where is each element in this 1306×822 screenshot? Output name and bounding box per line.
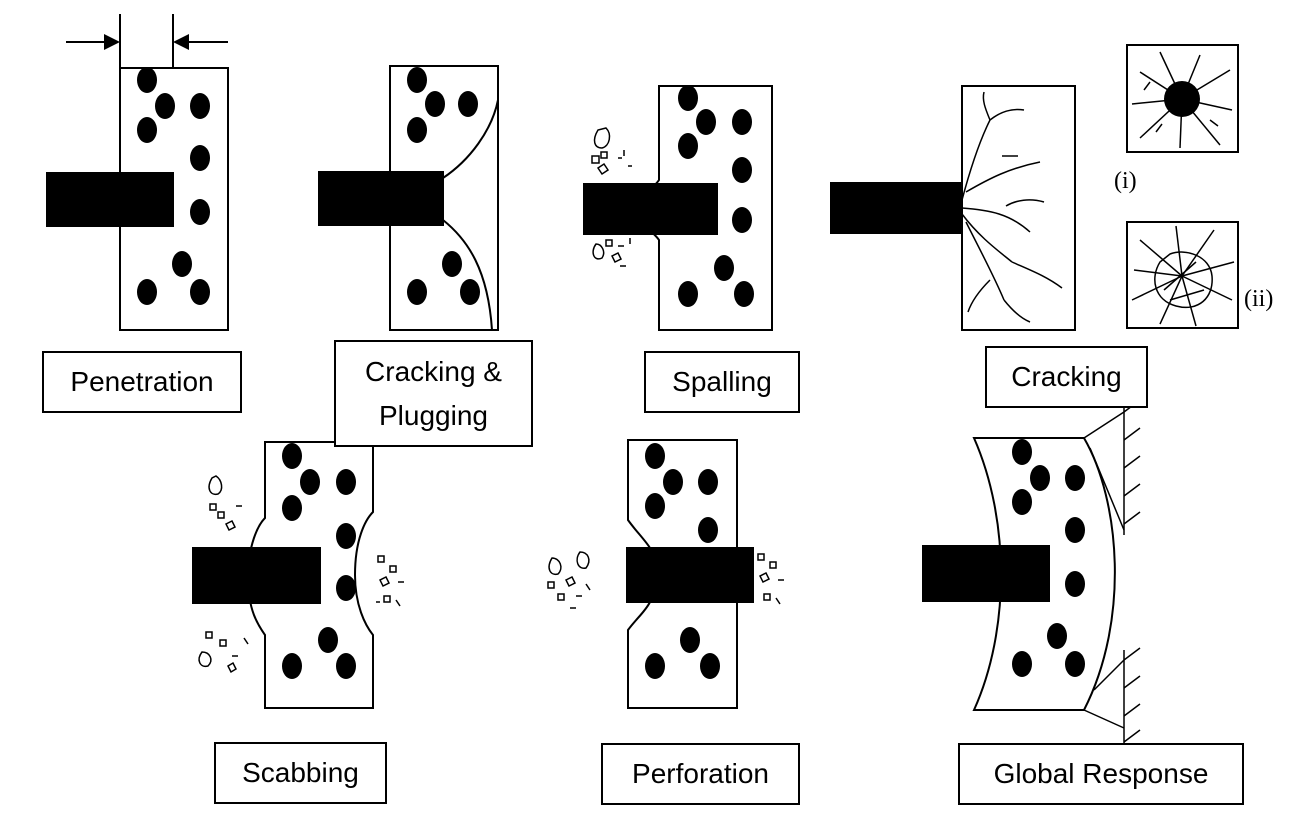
- cracking-inset-ii-crack-pattern: [1131, 225, 1235, 327]
- label-cracking-plugging: Cracking & Plugging: [334, 340, 533, 447]
- scabbing-front-debris: [198, 475, 249, 674]
- cracking-projectile: [830, 182, 963, 234]
- global-response-projectile: [922, 545, 1050, 602]
- global-response-panel: [922, 399, 1141, 745]
- label-penetration: Penetration: [42, 351, 242, 413]
- scabbing-projectile: [192, 547, 321, 604]
- perforation-projectile: [626, 547, 754, 603]
- cracking-plugging-panel: [318, 65, 499, 331]
- label-spalling: Spalling: [644, 351, 800, 413]
- global-response-rebar-dots: [1012, 439, 1085, 677]
- scabbing-panel: [192, 441, 404, 709]
- cracking-plugging-rebar-dots: [407, 67, 480, 305]
- label-cracking-plugging-line2: Plugging: [379, 399, 488, 431]
- cracking-inset-i-front-view: [1126, 44, 1239, 153]
- inset-label-i: (i): [1114, 168, 1137, 194]
- label-global-response: Global Response: [958, 743, 1244, 805]
- perforation-rear-debris: [757, 553, 784, 605]
- spalling-projectile: [583, 183, 718, 235]
- cracking-plugging-plug-crack-lower: [442, 219, 493, 331]
- spalling-panel: [583, 85, 773, 331]
- spalling-debris: [591, 127, 632, 267]
- cracking-crack-network: [961, 91, 1063, 323]
- label-cracking-plugging-line1: Cracking &: [365, 356, 502, 388]
- perforation-rebar-dots: [645, 443, 720, 679]
- spalling-rebar-dots: [678, 85, 754, 307]
- cracking-plugging-projectile: [318, 171, 444, 226]
- inset-label-ii: (ii): [1244, 286, 1274, 312]
- scabbing-rebar-dots: [282, 443, 356, 679]
- scabbing-rear-debris: [376, 555, 404, 607]
- perforation-panel: [547, 439, 784, 709]
- cracking-plugging-plug-crack-upper: [442, 99, 499, 179]
- cracking-panel: [830, 44, 1239, 331]
- cracking-inset-ii-rear-view: [1126, 221, 1239, 329]
- penetration-arrowhead-left: [104, 34, 120, 50]
- penetration-panel: [46, 14, 229, 331]
- perforation-front-debris: [547, 551, 591, 609]
- global-response-support-top: [1083, 399, 1141, 535]
- penetration-projectile: [46, 172, 174, 227]
- global-response-support-bottom: [1083, 647, 1141, 745]
- label-scabbing: Scabbing: [214, 742, 387, 804]
- cracking-inset-i-radial-cracks: [1131, 51, 1233, 149]
- label-cracking: Cracking: [985, 346, 1148, 408]
- label-perforation: Perforation: [601, 743, 800, 805]
- penetration-arrowhead-right: [173, 34, 189, 50]
- penetration-rebar-dots: [137, 67, 210, 305]
